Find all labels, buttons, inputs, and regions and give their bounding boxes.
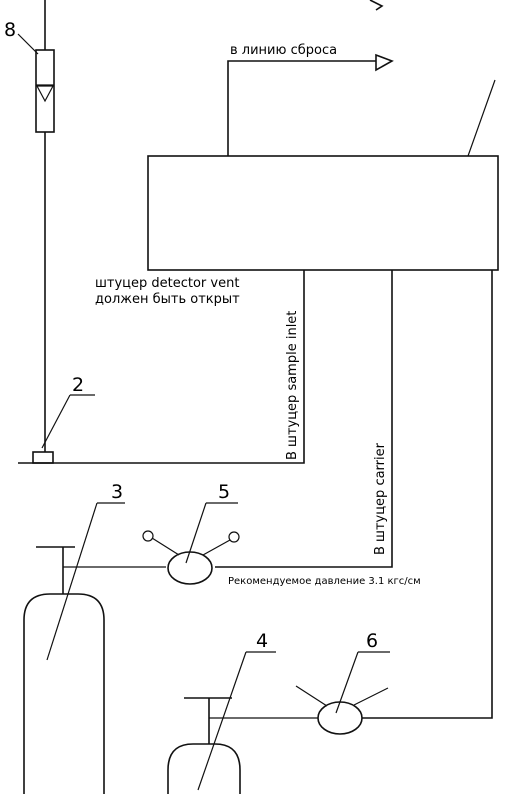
sample-inlet-label: В штуцер sample inlet [285, 311, 300, 460]
leader-8 [17, 33, 39, 55]
label-6: 6 [366, 630, 378, 652]
flowmeter-8 [35, 49, 55, 133]
label-4: 4 [256, 630, 268, 652]
carrier-line [215, 270, 393, 568]
leader-6 [335, 651, 359, 714]
vent-line-label: в линию сброса [230, 43, 337, 58]
vent-line [227, 60, 376, 156]
leader-3 [46, 502, 98, 661]
regulator-6 [295, 685, 389, 735]
detector-vent-label-2: должен быть открыт [95, 292, 240, 307]
leader-2 [41, 394, 71, 449]
regulator6-line [362, 270, 493, 719]
detector-vent-label-1: штуцер detector vent [95, 276, 239, 291]
gas-cylinder-3 [23, 546, 166, 794]
gas-cylinder-4 [167, 697, 318, 794]
pressure-label: Рекомендуемое давление 3.1 кгс/см [228, 576, 421, 587]
vent-arrow [375, 53, 394, 72]
leader-instrument [467, 79, 496, 157]
label-2: 2 [72, 374, 84, 396]
tee-fitting-2 [18, 451, 66, 464]
regulator-5 [142, 530, 240, 585]
label-8: 8 [4, 19, 16, 41]
label-3: 3 [111, 481, 123, 503]
carrier-label: В штуцер carrier [373, 442, 388, 555]
label-5: 5 [218, 481, 230, 503]
leader-4 [197, 651, 247, 791]
leader-5 [185, 502, 207, 564]
top-arrow-fragment [369, 0, 384, 11]
sample-inlet-line [66, 270, 305, 464]
instrument-box [147, 155, 499, 271]
